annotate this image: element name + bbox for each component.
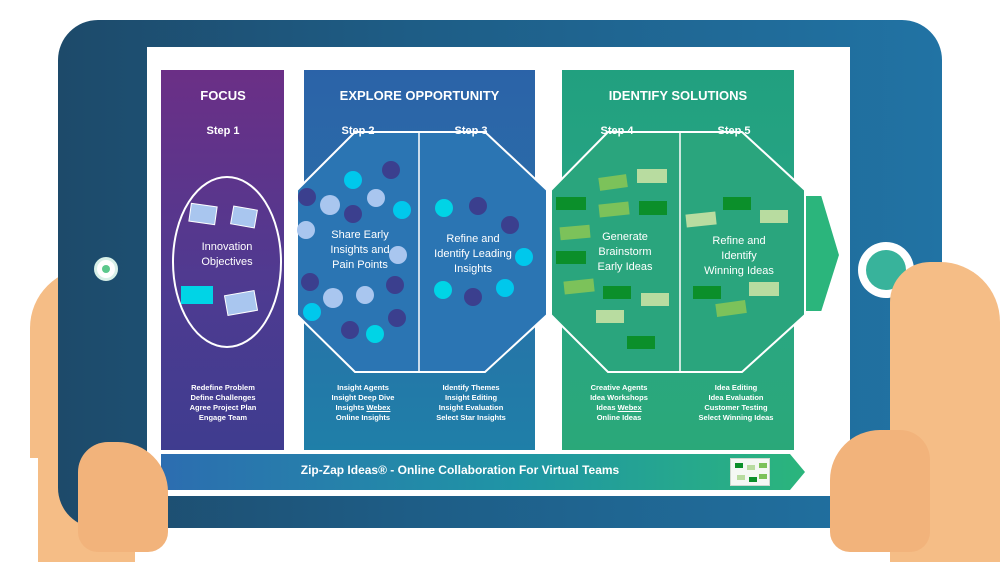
bullet-text: Ideas bbox=[596, 403, 616, 412]
camera-icon bbox=[94, 257, 118, 281]
bullet-item: Online Ideas bbox=[596, 413, 642, 422]
hex-label-line: Pain Points bbox=[332, 259, 388, 271]
bullet-item: Idea Workshops bbox=[590, 393, 648, 402]
hex-label-line: Winning Ideas bbox=[704, 265, 774, 277]
bullet-item: Insight Editing bbox=[444, 393, 498, 402]
hex-label-line: Refine and bbox=[446, 233, 500, 245]
focus-panel bbox=[161, 70, 285, 450]
identify-step-b: Step 5 bbox=[717, 125, 751, 137]
left-thumb bbox=[78, 442, 168, 552]
bullet-item: Engage Team bbox=[198, 413, 248, 422]
hex-label-line: Generate bbox=[602, 231, 648, 243]
insight-dots bbox=[297, 161, 533, 343]
left-sleeve bbox=[0, 458, 38, 562]
hex-label-line: Insights bbox=[454, 263, 492, 275]
bullet-item: Customer Testing bbox=[704, 403, 768, 412]
explore-hexagon bbox=[296, 131, 548, 373]
hex-label-line: Early Ideas bbox=[597, 261, 653, 273]
focus-circle-label-line: Objectives bbox=[201, 256, 253, 268]
sticky-note bbox=[181, 286, 213, 304]
focus-header: FOCUS bbox=[200, 88, 246, 103]
explore-hex-b-label: Refine and Identify Leading Insights bbox=[420, 232, 526, 277]
identify-header: IDENTIFY SOLUTIONS bbox=[608, 88, 748, 103]
arrow-head-icon bbox=[804, 194, 842, 313]
bullet-link[interactable]: Webex bbox=[366, 403, 391, 412]
bullet-item: Define Challenges bbox=[190, 393, 256, 402]
idea-notes bbox=[556, 169, 788, 349]
banner-title: Zip-Zap Ideas® - Online Collaboration Fo… bbox=[300, 463, 620, 477]
hex-label-line: Insights and bbox=[330, 244, 390, 256]
thumbnail-icon bbox=[730, 458, 770, 486]
focus-step: Step 1 bbox=[206, 125, 240, 137]
bullet-item: Insight Evaluation bbox=[438, 403, 504, 412]
sticky-note bbox=[188, 202, 218, 226]
hex-label-line: Refine and bbox=[712, 235, 766, 247]
identify-bullets-b: Idea Editing Idea Evaluation Customer Te… bbox=[688, 383, 784, 423]
bullet-item: Online Insights bbox=[335, 413, 391, 422]
hex-label-line: Brainstorm bbox=[598, 246, 652, 258]
explore-step-b: Step 3 bbox=[454, 125, 488, 137]
identify-bullets-a: Creative Agents Idea Workshops Ideas Web… bbox=[574, 383, 664, 423]
bullet-item: Idea Editing bbox=[714, 383, 758, 392]
bullet-item: Insight Agents bbox=[337, 383, 389, 392]
hex-label-line: Share Early bbox=[331, 229, 389, 241]
identify-hex-a-label: Generate Brainstorm Early Ideas bbox=[572, 230, 678, 275]
bullet-item: Select Star Insights bbox=[436, 413, 506, 422]
sticky-note bbox=[223, 289, 259, 317]
bullet-item: Ideas Webex bbox=[574, 403, 664, 413]
bullet-item: Select Winning Ideas bbox=[698, 413, 774, 422]
focus-ellipse bbox=[172, 176, 282, 348]
bullet-link[interactable]: Webex bbox=[617, 403, 642, 412]
explore-step-a: Step 2 bbox=[341, 125, 375, 137]
right-thumb bbox=[830, 430, 930, 552]
focus-bullets: Redefine Problem Define Challenges Agree… bbox=[161, 383, 285, 423]
bullet-item: Idea Evaluation bbox=[708, 393, 764, 402]
sticky-note bbox=[230, 205, 258, 229]
hex-label-line: Identify bbox=[721, 250, 757, 262]
explore-header: EXPLORE OPPORTUNITY bbox=[339, 88, 500, 103]
bullet-text: Insights bbox=[335, 403, 365, 412]
explore-bullets-b: Identify Themes Insight Editing Insight … bbox=[426, 383, 516, 423]
identify-hex-b-label: Refine and Identify Winning Ideas bbox=[686, 234, 792, 279]
bullet-item: Insight Deep Dive bbox=[331, 393, 395, 402]
identify-step-a: Step 4 bbox=[600, 125, 634, 137]
explore-hex-a-label: Share Early Insights and Pain Points bbox=[307, 228, 413, 273]
focus-circle-label: Innovation Objectives bbox=[173, 240, 281, 270]
bullet-item: Agree Project Plan bbox=[189, 403, 257, 412]
bullet-item: Identify Themes bbox=[442, 383, 500, 392]
explore-bullets-a: Insight Agents Insight Deep Dive Insight… bbox=[318, 383, 408, 423]
banner-bar bbox=[161, 454, 805, 490]
bullet-item: Redefine Problem bbox=[191, 383, 255, 392]
bullet-item: Insights Webex bbox=[318, 403, 408, 413]
focus-circle-label-line: Innovation bbox=[201, 241, 253, 253]
hex-label-line: Identify Leading bbox=[434, 248, 512, 260]
bullet-item: Creative Agents bbox=[590, 383, 648, 392]
